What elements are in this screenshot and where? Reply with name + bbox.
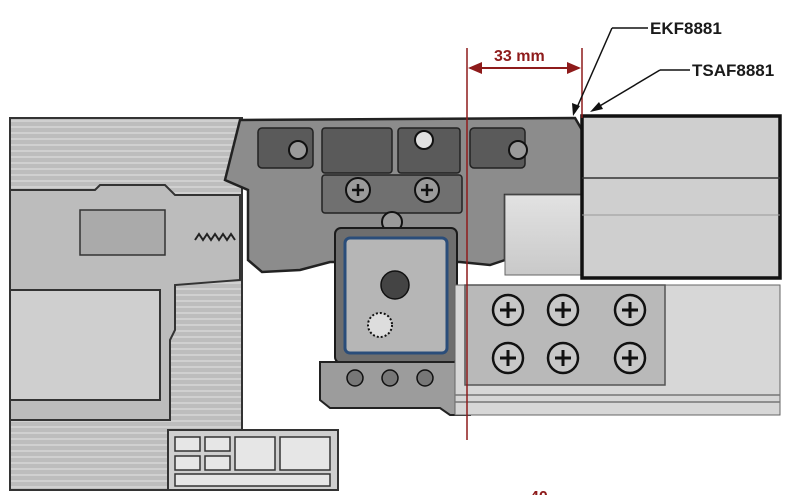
plate-screw-crosses <box>500 302 638 366</box>
bottom-partial-label: 40 <box>530 489 548 495</box>
ekf-leader <box>574 27 613 113</box>
left-sash-inner <box>9 289 161 401</box>
tsaf-box <box>580 114 782 280</box>
ekf-arrowhead <box>572 103 580 116</box>
lower-screws <box>346 369 434 387</box>
left-sash-top <box>79 209 166 256</box>
tsaf-leader <box>592 69 661 111</box>
frame-screw-crosses <box>352 184 433 196</box>
frame-screws <box>288 130 528 233</box>
plate-screws <box>491 293 647 375</box>
dimension-arrow-left <box>468 62 482 74</box>
dimension-label: 33 mm <box>494 48 545 65</box>
reinforcement-seal <box>367 312 393 338</box>
gasket-spring <box>194 232 236 242</box>
dimension-arrow-right <box>567 62 581 74</box>
tsaf-label: TSAF8881 <box>692 61 774 80</box>
bottom-chamber-cells <box>174 436 331 487</box>
reinforcement-badge <box>380 270 410 300</box>
lower-profile <box>319 361 471 416</box>
tsaf-arrowhead <box>590 102 603 112</box>
ekf-label: EKF8881 <box>650 19 722 38</box>
